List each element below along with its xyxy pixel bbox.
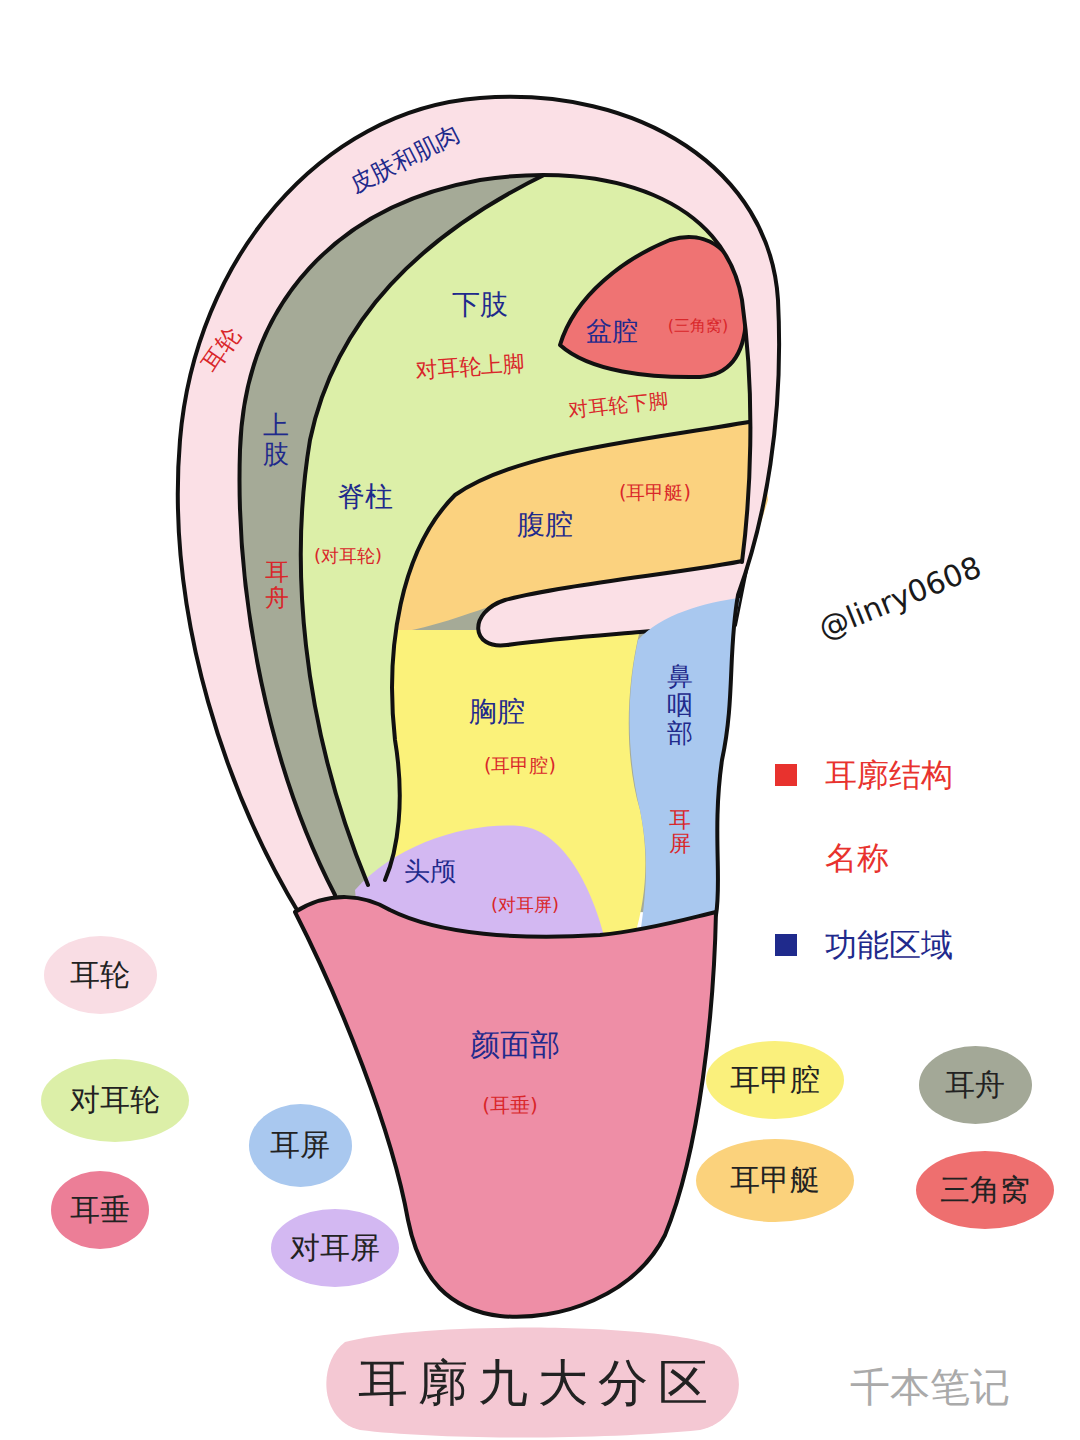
function-label: 颜面部 bbox=[470, 1028, 560, 1063]
function-label: 下肢 bbox=[452, 289, 508, 321]
color-key-blob: 耳甲腔 bbox=[705, 1040, 845, 1120]
structure-label: 耳舟 bbox=[265, 559, 289, 612]
blob-text-box: 耳轮 bbox=[43, 935, 158, 1015]
blob-label: 耳屏 bbox=[270, 1127, 330, 1163]
color-key-blob: 耳屏 bbox=[248, 1103, 353, 1188]
blob-label: 三角窝 bbox=[940, 1172, 1030, 1208]
page-title: 耳廓九大分区 bbox=[358, 1353, 718, 1413]
function-label: 盆腔 bbox=[586, 317, 638, 347]
function-label: 脊柱 bbox=[337, 481, 393, 513]
antihelix-outer-line bbox=[301, 172, 550, 885]
blob-text-box: 对耳屏 bbox=[270, 1208, 400, 1288]
legend-swatch bbox=[775, 934, 797, 956]
structure-label: 耳屏 bbox=[669, 808, 691, 856]
structure-label: (耳甲艇) bbox=[619, 482, 691, 504]
legend-text: 功能区域 bbox=[825, 904, 1015, 987]
color-key-blob: 耳垂 bbox=[50, 1170, 150, 1250]
structure-label: (三角窝) bbox=[668, 317, 728, 335]
color-key-blob: 对耳轮 bbox=[40, 1058, 190, 1143]
blob-text-box: 三角窝 bbox=[915, 1150, 1055, 1230]
blob-text-box: 耳甲腔 bbox=[705, 1040, 845, 1120]
function-label: 腹腔 bbox=[517, 509, 573, 541]
blob-fill bbox=[696, 1139, 854, 1222]
legend-swatch bbox=[775, 764, 797, 786]
helix-inner-line bbox=[240, 175, 751, 895]
blob-label: 耳甲艇 bbox=[730, 1162, 820, 1198]
function-label: 胸腔 bbox=[469, 696, 525, 728]
fossa-region bbox=[560, 237, 746, 377]
structure-label: (对耳屏) bbox=[491, 895, 559, 916]
blob-fill bbox=[916, 1151, 1054, 1229]
function-label: 鼻咽部 bbox=[667, 662, 693, 748]
function-label: 上肢 bbox=[263, 411, 289, 468]
blob-text-box: 耳甲艇 bbox=[695, 1138, 855, 1223]
ear-outline bbox=[178, 97, 779, 915]
blob-text-box: 耳垂 bbox=[50, 1170, 150, 1250]
tragus-region bbox=[630, 598, 740, 935]
author-handle: @linry0608 bbox=[814, 550, 987, 646]
blob-fill bbox=[249, 1104, 352, 1187]
blob-label: 对耳轮 bbox=[70, 1082, 160, 1118]
structure-label: (对耳轮) bbox=[314, 546, 382, 567]
color-key-blob: 耳舟 bbox=[918, 1045, 1033, 1125]
legend-text: 耳廓结构 名称 bbox=[825, 734, 1015, 900]
blob-fill bbox=[51, 1171, 149, 1249]
blob-fill bbox=[44, 936, 157, 1014]
structure-label: (耳甲腔) bbox=[484, 755, 556, 777]
blob-label: 对耳屏 bbox=[290, 1230, 380, 1266]
color-key-blob: 三角窝 bbox=[915, 1150, 1055, 1230]
blob-label: 耳甲腔 bbox=[730, 1062, 820, 1098]
blob-label: 耳舟 bbox=[945, 1067, 1005, 1103]
blob-label: 耳垂 bbox=[70, 1192, 130, 1228]
blob-fill bbox=[919, 1046, 1032, 1124]
blob-fill bbox=[271, 1209, 399, 1287]
helix-rim bbox=[178, 97, 779, 915]
title-blob bbox=[326, 1328, 739, 1438]
blob-text-box: 对耳轮 bbox=[40, 1058, 190, 1143]
structure-label: (耳垂) bbox=[482, 1094, 538, 1117]
function-label: 头颅 bbox=[404, 857, 456, 887]
blob-fill bbox=[706, 1041, 844, 1119]
blob-label: 耳轮 bbox=[70, 957, 130, 993]
concha-line bbox=[385, 420, 760, 880]
watermark: 千本笔记 bbox=[850, 1364, 1010, 1410]
blob-fill bbox=[41, 1059, 189, 1142]
blob-text-box: 耳屏 bbox=[248, 1103, 353, 1188]
color-key-blob: 对耳屏 bbox=[270, 1208, 400, 1288]
color-key-blob: 耳甲艇 bbox=[695, 1138, 855, 1223]
color-key-blob: 耳轮 bbox=[43, 935, 158, 1015]
blob-text-box: 耳舟 bbox=[918, 1045, 1033, 1125]
